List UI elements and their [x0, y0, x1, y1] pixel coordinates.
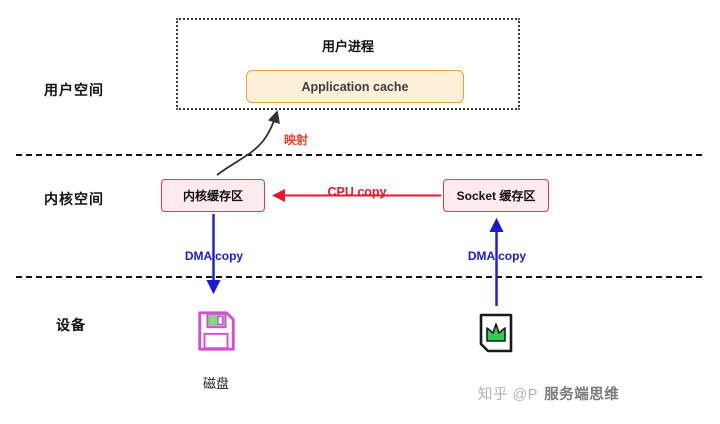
- dma-copy-left-label: DMA copy: [184, 249, 244, 263]
- watermark-suffix: 服务端思维: [544, 387, 620, 403]
- dma-copy-right-label: DMA copy: [467, 249, 527, 263]
- watermark-prefix: 知乎 @P: [478, 387, 538, 403]
- device-label: 设备: [56, 317, 86, 333]
- user-process-box: [176, 18, 520, 110]
- cpu-copy-label: CPU copy: [327, 185, 387, 199]
- kernel-space-label: 内核空间: [44, 191, 104, 207]
- kernel-buffer-box: 内核缓存区: [161, 179, 265, 212]
- user-process-title: 用户进程: [321, 39, 374, 54]
- mapping-arrow-label: 映射: [284, 133, 309, 147]
- disk-label: 磁盘: [202, 376, 229, 391]
- watermark: 知乎 @P 服务端思维: [478, 383, 619, 404]
- user-space-label: 用户空间: [44, 82, 104, 98]
- socket-buffer-box: Socket 缓存区: [443, 179, 549, 212]
- floppy-disk-icon: [193, 307, 239, 360]
- mapping-arrow: [216, 110, 280, 176]
- application-cache-box: Application cache: [246, 70, 464, 103]
- network-card-icon: [472, 309, 520, 362]
